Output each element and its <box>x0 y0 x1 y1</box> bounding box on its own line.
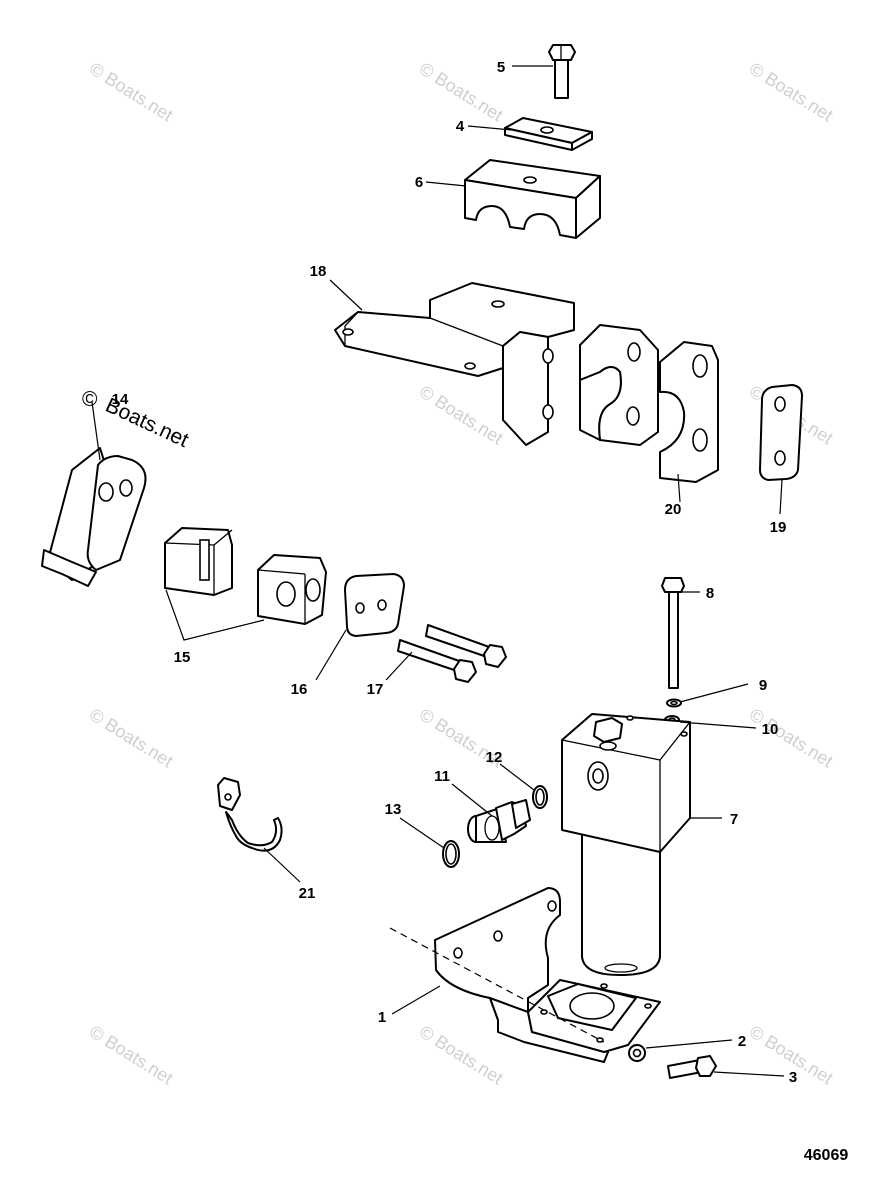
callout-6: 6 <box>415 174 423 191</box>
callout-15: 15 <box>174 649 191 666</box>
callout-9: 9 <box>759 677 767 694</box>
callout-3: 3 <box>789 1069 797 1086</box>
part-12-o-ring <box>532 785 548 809</box>
callout-numbers: 5 4 6 18 20 19 14 15 16 17 8 9 10 7 11 1… <box>112 59 798 1086</box>
callout-18: 18 <box>310 263 327 280</box>
part-2-washer <box>628 1044 646 1062</box>
watermark-copyright-symbol: © <box>82 388 98 411</box>
part-8-bolt <box>661 577 685 689</box>
watermark: © Boats.net <box>86 58 177 125</box>
part-17-bolts <box>397 624 507 683</box>
callout-11: 11 <box>434 768 450 785</box>
callout-13: 13 <box>385 801 402 818</box>
callout-4: 4 <box>456 118 465 135</box>
callout-19: 19 <box>770 519 787 536</box>
part-13-o-ring <box>442 840 460 868</box>
part-14-bracket <box>41 447 147 587</box>
callout-8: 8 <box>706 585 714 602</box>
callout-16: 16 <box>291 681 308 698</box>
part-20-clamp-halves <box>579 324 719 483</box>
callout-12: 12 <box>486 749 503 766</box>
watermark: © Boats.net <box>746 704 837 771</box>
part-4-plate <box>504 117 593 151</box>
watermark: © Boats.net <box>86 704 177 771</box>
part-3-bolt <box>667 1055 717 1079</box>
leader-lines <box>91 65 785 1077</box>
part-16-plate <box>344 573 405 637</box>
callout-5: 5 <box>497 59 505 76</box>
drawing-number: 46069 <box>804 1147 849 1164</box>
callout-7: 7 <box>730 811 738 828</box>
part-19-plate <box>759 384 803 481</box>
watermark: © Boats.net <box>746 58 837 125</box>
assembly-axis-line <box>389 927 605 1043</box>
part-5-bolt <box>548 44 576 99</box>
watermark: © Boats.net <box>86 1021 177 1088</box>
watermark: © Boats.net <box>416 58 507 125</box>
callout-1: 1 <box>378 1009 386 1026</box>
part-15-pads <box>164 527 327 625</box>
callout-17: 17 <box>367 681 384 698</box>
watermark-brand: Boats.net <box>102 394 192 452</box>
part-7-filter-assembly <box>561 713 691 976</box>
watermark: © Boats.net <box>416 381 507 448</box>
part-9-washer <box>666 698 682 708</box>
part-1-bracket <box>434 887 661 1063</box>
part-11-fitting <box>467 799 531 843</box>
callout-10: 10 <box>762 721 779 738</box>
part-18-bracket <box>334 282 575 446</box>
callout-2: 2 <box>738 1033 746 1050</box>
callout-14: 14 <box>112 391 129 408</box>
part-6-clamp-block <box>464 159 601 239</box>
part-21-clip <box>217 777 283 852</box>
watermark: © Boats.net <box>416 1021 507 1088</box>
prominent-watermark: © Boats.net <box>82 388 192 452</box>
callout-21: 21 <box>299 885 316 902</box>
callout-20: 20 <box>665 501 682 518</box>
